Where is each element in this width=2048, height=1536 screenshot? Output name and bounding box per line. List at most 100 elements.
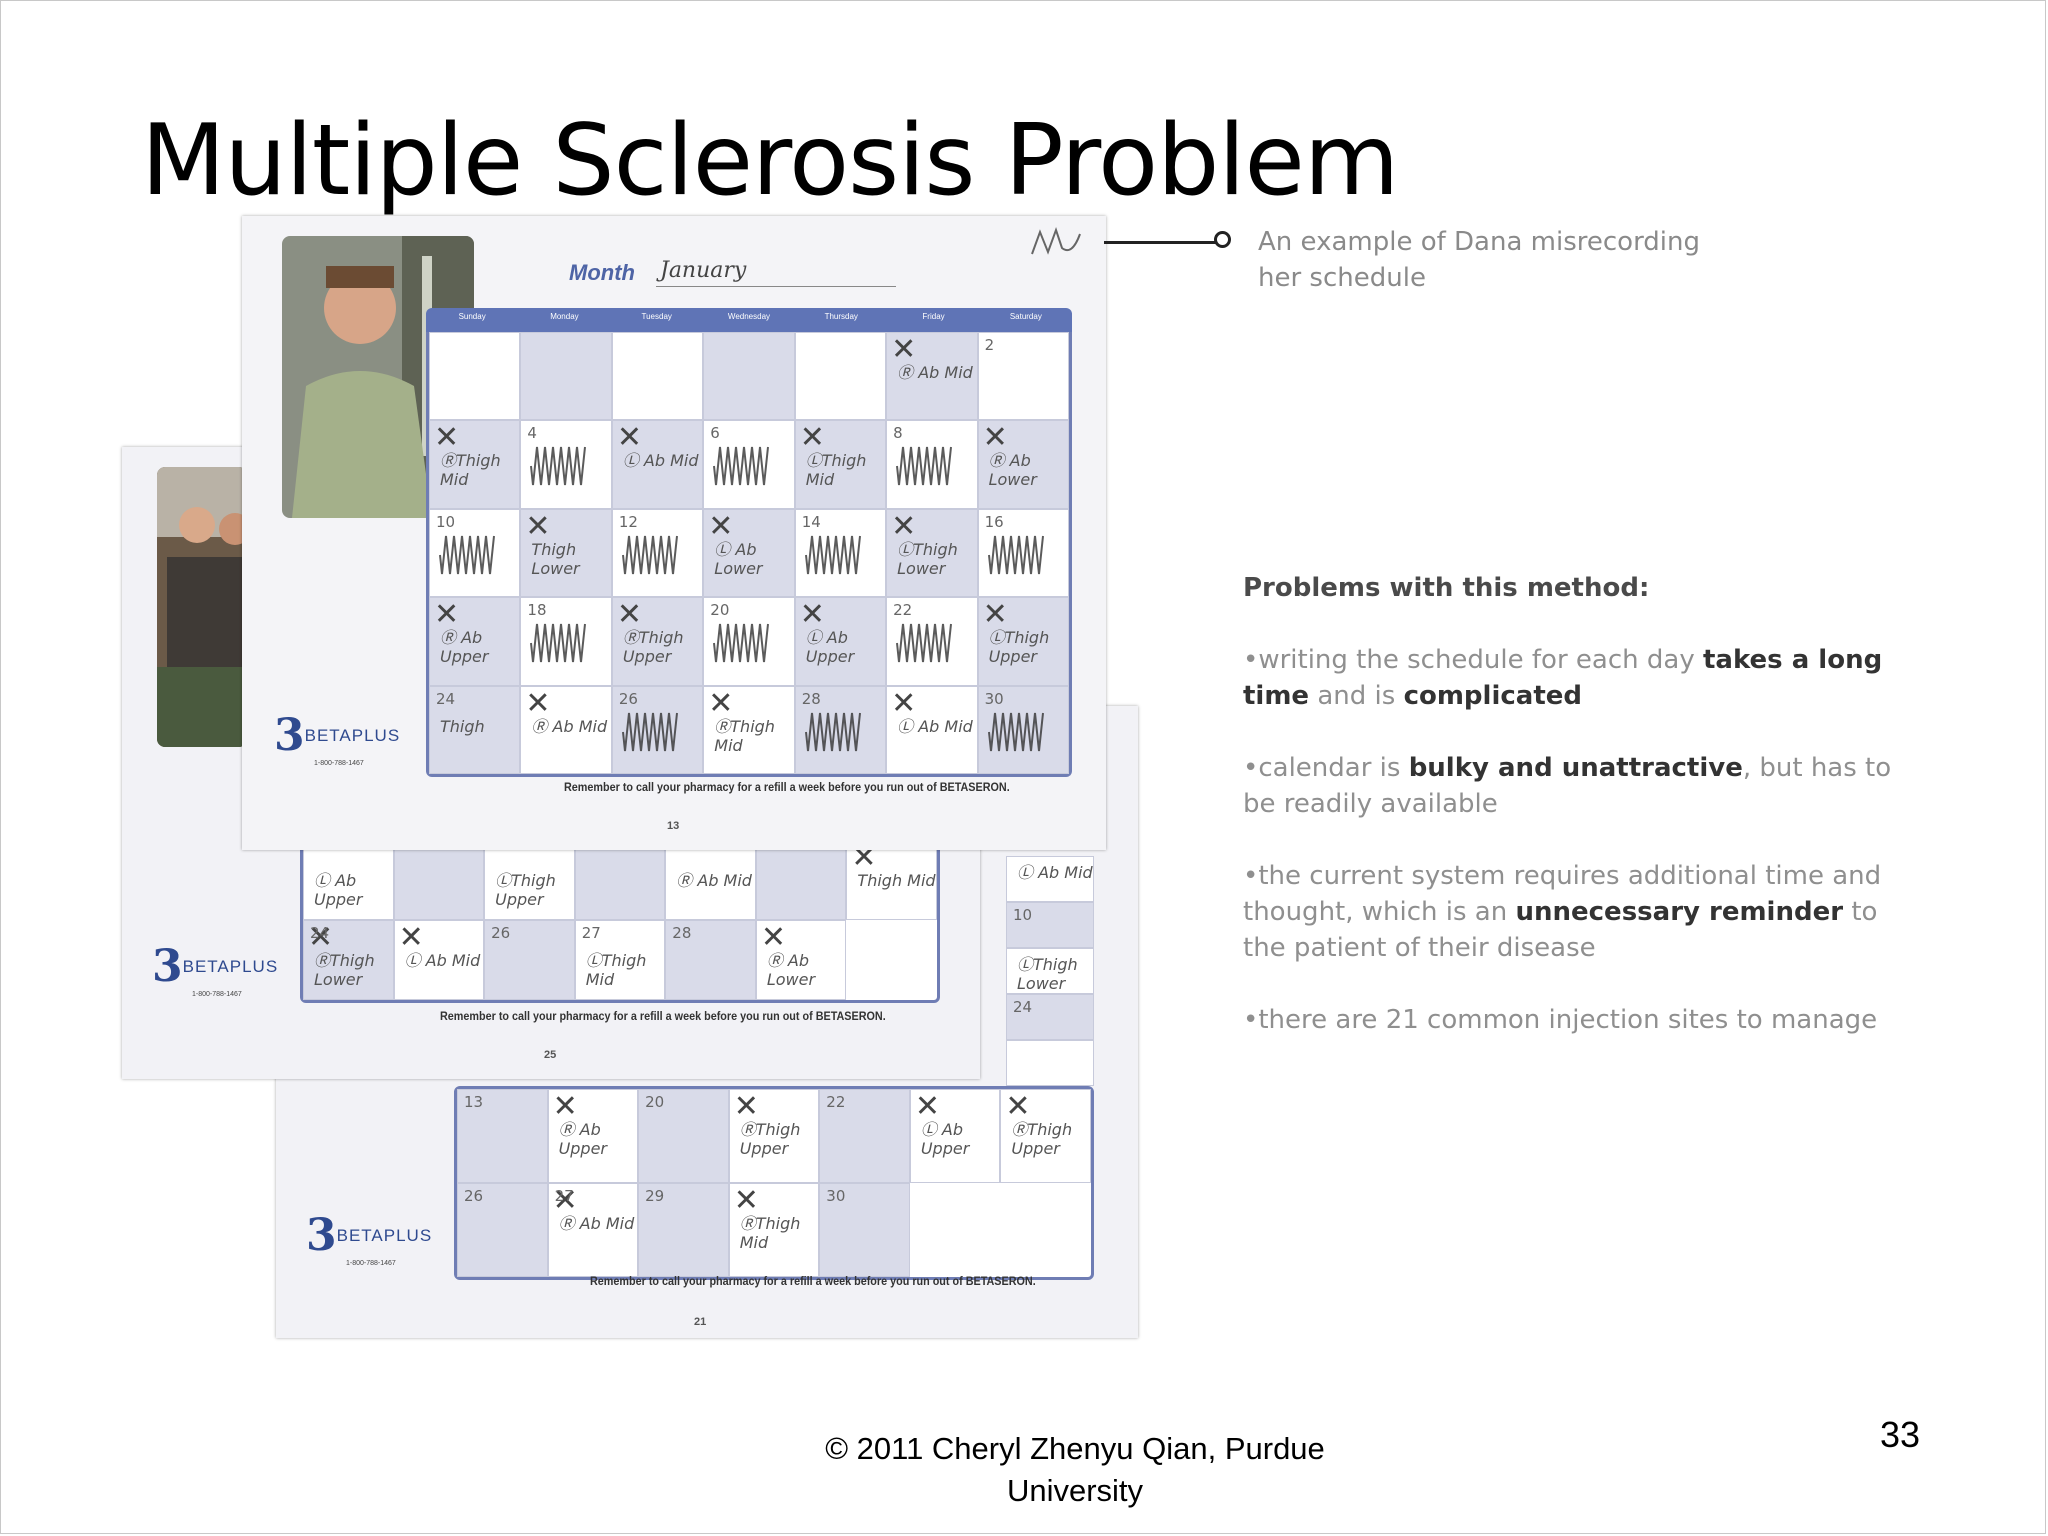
calendar-day-cell: 13 <box>457 1089 548 1183</box>
calendar-day-cell: 20 <box>638 1089 729 1183</box>
day-number: 26 <box>618 689 638 708</box>
cross-out-mark: ✕ <box>914 1089 940 1124</box>
reminder-note-back: Remember to call your pharmacy for a ref… <box>590 1274 1036 1288</box>
betaplus-logo-mark: 3 <box>274 710 305 761</box>
injection-site-note: Ⓡ Ab Mid <box>897 363 973 382</box>
calendar-day-cell <box>611 332 704 421</box>
injection-site-note: Ⓡ Ab Upper <box>558 1120 608 1158</box>
weekday-label: Monday <box>550 312 579 321</box>
betaplus-logo-front: 3 BETAPLUS 1-800-788-1467 <box>274 710 401 768</box>
weekday-label: Tuesday <box>641 312 672 321</box>
cross-out-mark: ✕ <box>616 420 642 456</box>
day-number: 10 <box>436 512 456 531</box>
calendar-day-cell: 22 <box>819 1089 910 1183</box>
betaplus-logo-mark: 3 <box>306 1210 337 1261</box>
cross-out-mark: ✕ <box>434 420 460 456</box>
day-number: 28 <box>801 689 821 708</box>
calendar-day-cell: 8 <box>886 420 978 509</box>
callout-text: An example of Dana misrecording her sche… <box>1258 227 1701 293</box>
day-number: 30 <box>826 1187 846 1205</box>
injection-site-note: Ⓛ Ab Upper <box>314 871 363 909</box>
injection-site-note: Ⓛ Ab Mid <box>1017 863 1093 882</box>
injection-site-note: Thigh Lower <box>531 539 580 578</box>
cross-out-mark: ✕ <box>982 420 1008 456</box>
calendar-day-cell: ✕Ⓛ Ab Mid <box>611 420 704 509</box>
day-number: 10 <box>1013 906 1033 924</box>
calendar-day-cell: 18 <box>520 597 612 686</box>
calendar-day-cell <box>393 840 485 920</box>
callout-dot <box>1214 231 1231 248</box>
day-number: 16 <box>984 512 1004 531</box>
weekday-label: Wednesday <box>727 312 771 321</box>
calendar-day-cell: Ⓛ Ab Upper <box>303 840 394 920</box>
calendar-day-cell: Ⓛ Ab Mid <box>1006 856 1094 902</box>
calendar-day-cell: ✕ⓁThigh Lower <box>886 508 978 598</box>
cross-out-mark: ✕ <box>525 508 551 544</box>
cross-out-mark: ✕ <box>799 420 825 456</box>
problem-text: to the patient of their disease <box>1243 897 1878 963</box>
calendar-day-cell: ✕Ⓡ Ab Upper <box>429 597 521 686</box>
calendar-day-cell: ✕ⓇThigh Upper <box>1000 1089 1091 1183</box>
problem-text: and is <box>1309 681 1404 711</box>
calendar-day-cell <box>520 332 612 421</box>
scribble-mark <box>896 624 953 663</box>
problem-emphasis: bulky and unattractive <box>1408 753 1743 783</box>
slide-title: Multiple Sclerosis Problem <box>141 104 1399 218</box>
cross-out-mark: ✕ <box>733 1183 759 1218</box>
injection-site-note: Ⓛ Ab Lower <box>714 539 763 578</box>
calendar-day-cell: 24 <box>1006 994 1094 1040</box>
cross-out-mark: ✕ <box>982 597 1008 633</box>
injection-site-note: Ⓡ Ab Mid <box>676 871 752 890</box>
cross-out-mark: ✕ <box>552 1089 578 1124</box>
cross-out-mark: ✕ <box>891 508 917 544</box>
day-number: 26 <box>464 1187 484 1205</box>
scribble-mark <box>713 447 770 486</box>
scribble-mark <box>439 535 495 574</box>
injection-site-note: ⓇThigh Upper <box>622 628 684 667</box>
scribble-mark <box>804 712 861 751</box>
calendar-day-cell <box>755 840 847 920</box>
calendar-day-cell: ✕Ⓡ Ab Lower <box>977 420 1069 509</box>
injection-site-note: ⓁThigh Mid <box>585 951 647 989</box>
calendar-day-cell <box>794 332 887 421</box>
day-number: 27 <box>581 924 601 942</box>
injection-site-note: Ⓡ Ab Upper <box>440 628 489 667</box>
brand-phone: 1-800-788-1467 <box>346 1260 396 1267</box>
calendar-day-cell: 30 <box>819 1183 910 1277</box>
calendar-day-cell: ✕ⓇThigh Upper <box>728 1089 820 1183</box>
brand-name: BETAPLUS <box>336 1226 433 1245</box>
calendar-day-cell: 20 <box>703 597 795 686</box>
day-number: 24 <box>310 924 330 942</box>
calendar-day-cell: ✕Ⓡ Ab Upper <box>547 1089 639 1183</box>
calendar-day-cell: 10 <box>429 508 521 598</box>
injection-site-note: ⓇThigh Lower <box>314 951 375 989</box>
calendar-day-cell: 14 <box>794 508 887 598</box>
photo-couple <box>157 467 247 747</box>
injection-site-note: Ⓡ Ab Lower <box>766 951 816 989</box>
calendar-day-cell <box>1006 1040 1094 1086</box>
injection-site-note: Ⓡ Ab Mid <box>531 716 608 736</box>
calendar-day-cell: 28 <box>794 685 887 774</box>
betaplus-logo-mark: 3 <box>152 941 183 992</box>
injection-site-note: ⓇThigh Upper <box>739 1120 801 1158</box>
scribble-mark <box>621 712 678 751</box>
injection-site-note: Thigh Mid <box>857 871 936 890</box>
calendar-day-cell: ✕Ⓛ Ab Upper <box>909 1089 1001 1183</box>
calendar-day-cell: 16 <box>977 508 1069 598</box>
calendar-day-cell: ✕ⓇThigh Mid <box>703 685 795 774</box>
weekday-label: Thursday <box>824 312 858 321</box>
calendar-day-cell: 10 <box>1006 902 1094 948</box>
day-number: 6 <box>710 424 720 443</box>
calendar-day-cell: 30 <box>977 685 1069 774</box>
injection-site-note: ⓇThigh Mid <box>440 451 501 490</box>
injection-site-note: Ⓛ Ab Mid <box>897 716 973 736</box>
brand-name: BETAPLUS <box>304 726 401 745</box>
slide-number: 33 <box>1880 1414 1921 1455</box>
cross-out-mark: ✕ <box>891 332 917 367</box>
calendar-day-cell: 4 <box>520 420 612 509</box>
